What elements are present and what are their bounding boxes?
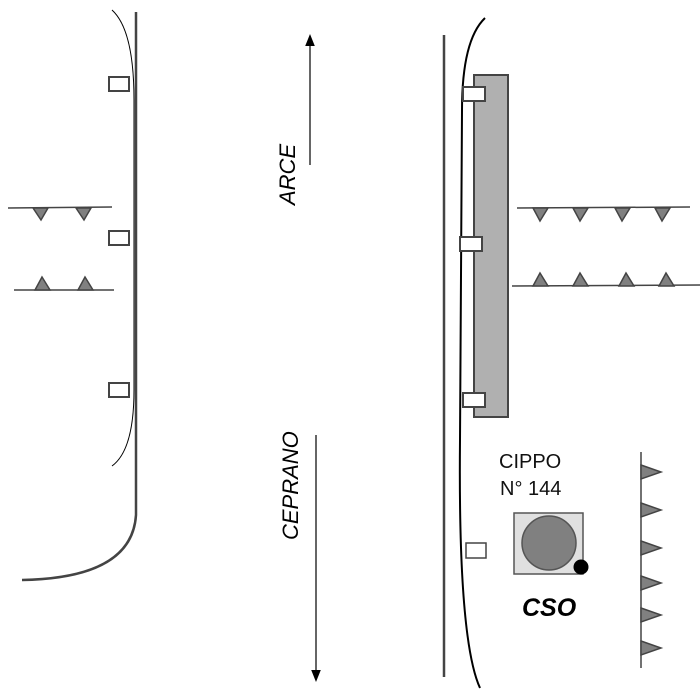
cippo-circle xyxy=(521,515,577,571)
right-post-4 xyxy=(465,542,487,559)
right-vertical-spike-line xyxy=(640,452,664,668)
left-spike-line-bottom xyxy=(14,275,114,291)
label-ceprano: CEPRANO xyxy=(278,431,303,540)
right-post-1 xyxy=(462,86,486,102)
left-post-1 xyxy=(108,76,130,92)
right-post-2 xyxy=(459,236,483,252)
left-post-2 xyxy=(108,230,130,246)
cso-label: CSO xyxy=(522,594,577,622)
left-spike-line-top xyxy=(7,206,113,222)
label-arce: ARCE xyxy=(275,144,300,207)
cippo-number: N° 144 xyxy=(500,478,561,500)
left-post-3 xyxy=(108,382,130,398)
left-road-edge xyxy=(21,12,138,582)
cippo-label: CIPPO xyxy=(499,451,561,473)
left-thin-curve xyxy=(111,9,135,467)
right-post-3 xyxy=(462,392,486,408)
right-spike-line-bottom xyxy=(511,271,700,287)
right-spike-line-top xyxy=(516,206,691,223)
cso-point xyxy=(573,559,589,575)
right-curb-curve xyxy=(458,17,486,689)
